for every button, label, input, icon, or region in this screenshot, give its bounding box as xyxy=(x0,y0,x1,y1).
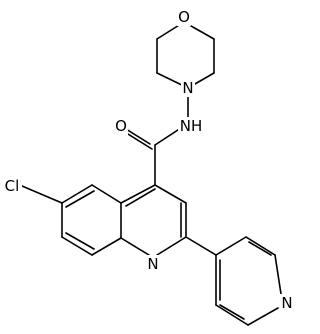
atom-label-pyridine-nitrogen: N xyxy=(280,294,294,312)
bond-line xyxy=(245,236,276,256)
atom-label-carbonyl-oxygen-text: O xyxy=(115,117,127,135)
atom-label-pyridine-nitrogen-text: N xyxy=(281,294,292,312)
atom-label-amide-nh: NH xyxy=(178,117,204,135)
bond-line xyxy=(248,241,272,256)
bond-line xyxy=(21,185,63,204)
bond-line xyxy=(61,236,93,256)
atom-label-morpholine-oxygen: O xyxy=(177,8,191,26)
bond-line xyxy=(247,307,279,326)
bond-line xyxy=(215,236,247,256)
bond-line xyxy=(65,190,95,208)
atom-label-amide-nh-text: NH xyxy=(180,117,203,135)
atom-label-quinoline-nitrogen-text: N xyxy=(147,255,158,273)
bond-line xyxy=(120,237,150,256)
bond-line xyxy=(154,184,187,204)
atom-label-morpholine-oxygen-text: O xyxy=(178,8,190,26)
bond-line xyxy=(125,188,156,207)
atom-label-chlorine-text: Cl xyxy=(5,177,20,195)
bond-line xyxy=(65,232,95,250)
bond-line xyxy=(120,184,156,204)
atom-label-morpholine-nitrogen-text: N xyxy=(182,79,193,97)
atom-labels: O N NH O Cl N N xyxy=(2,8,294,312)
bond-line xyxy=(215,304,249,326)
atom-label-quinoline-nitrogen: N xyxy=(146,255,160,273)
atom-label-chlorine: Cl xyxy=(2,177,22,195)
chemical-structure: O N NH O Cl N N xyxy=(2,8,294,326)
bond-line xyxy=(61,184,93,204)
bond-line xyxy=(91,184,122,204)
bond-line xyxy=(156,236,187,256)
bond-line xyxy=(219,304,245,320)
atom-label-morpholine-nitrogen: N xyxy=(181,79,195,97)
bond-line xyxy=(91,237,122,256)
atom-label-carbonyl-oxygen: O xyxy=(114,117,128,135)
bond-line xyxy=(185,236,217,256)
bond-lines xyxy=(21,21,282,326)
bond-line xyxy=(274,254,282,295)
